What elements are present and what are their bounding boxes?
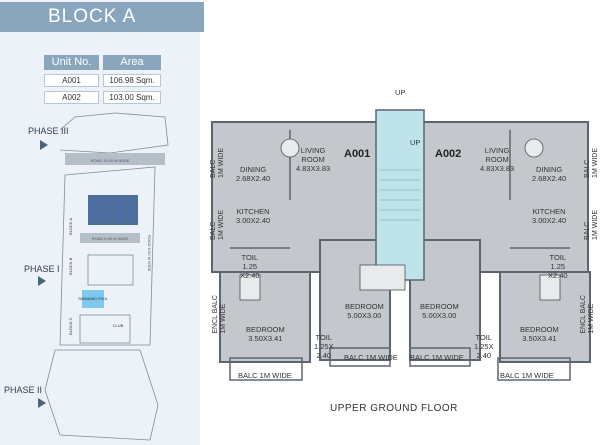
road-side-label: ROAD 6.00 M WIDE <box>147 235 152 272</box>
stair-core <box>375 109 425 281</box>
block-a-unit <box>125 196 137 224</box>
phase-i-arrow <box>38 276 46 286</box>
balc-left-bottom-2 <box>329 347 391 367</box>
bed-right <box>539 274 561 301</box>
dining-table-right <box>524 138 544 158</box>
bed-centre <box>359 264 406 291</box>
floor-title: UPPER GROUND FLOOR <box>330 403 458 414</box>
up-top-label: UP <box>395 88 406 97</box>
phase-ii-label: PHASE II <box>4 385 43 395</box>
area-cell: 106.98 Sqm. <box>103 74 161 87</box>
room-living-a002: LIVING ROOM 4.83X3.83 <box>480 146 515 173</box>
room-bed2-a001: BEDROOM 5.00X3.00 <box>345 302 384 320</box>
room-toil1-a001: TOIL 1.25 X2.40 <box>240 253 260 280</box>
block-a-label: BLOCK A <box>68 218 73 235</box>
dining-table-left <box>280 138 300 158</box>
block-a-unit <box>101 196 113 224</box>
block-title-bar: BLOCK A <box>0 2 204 32</box>
block-a-unit <box>89 196 101 224</box>
phase-iii-label: PHASE III <box>28 126 69 136</box>
room-toil2-a001: TOIL 1.25X 2.40 <box>314 333 334 360</box>
balc-a001-side-1: BALC 1M WIDE <box>210 148 225 178</box>
room-bed1-a002: BEDROOM 3.50X3.41 <box>520 325 559 343</box>
phase-iii-arrow <box>40 140 48 150</box>
balc-a001-bottom-1: BALC 1M WIDE <box>238 371 292 380</box>
table-row: A001 106.98 Sqm. <box>44 74 166 87</box>
balc-a002-bottom-1: BALC 1M WIDE <box>500 371 554 380</box>
road-top-label: ROAD 15.00 M WIDE <box>91 158 130 163</box>
bedroom-left-outer <box>219 271 311 363</box>
block-c-outline <box>79 314 131 344</box>
room-toil1-a002: TOIL 1.25 X2.40 <box>548 253 568 280</box>
balc-a002-bottom-2: BALC 1M WIDE <box>410 353 464 362</box>
unit-a001-label: A001 <box>344 148 371 160</box>
balc-a001-side-2: BALC 1M WIDE <box>210 210 225 240</box>
site-plan: ROAD 15.00 M WIDE ROAD 6.00 M WIDE SWIMM… <box>44 112 169 441</box>
unit-no-header: Unit No. <box>44 55 99 70</box>
unit-cell: A002 <box>44 91 99 104</box>
room-bed2-a002: BEDROOM 5.00X3.00 <box>420 302 459 320</box>
table-row: A002 103.00 Sqm. <box>44 91 166 104</box>
block-b-outline <box>87 254 134 286</box>
phase-ii-arrow <box>38 398 46 408</box>
room-kitchen-a001: KITCHEN 3.00X2.40 <box>236 207 271 225</box>
swimming-pool <box>82 290 104 308</box>
phase-i-label: PHASE I <box>24 264 60 274</box>
block-a-unit <box>113 196 125 224</box>
area-header: Area <box>103 55 161 70</box>
balc-left-bottom-1 <box>229 357 303 381</box>
club-label: CLUB <box>113 323 124 328</box>
phase-iii-outline <box>59 112 169 154</box>
room-kitchen-a002: KITCHEN 3.00X2.40 <box>532 207 567 225</box>
floor-plan <box>211 109 591 381</box>
balc-a002-side-2: BALC 1M WIDE <box>584 210 599 240</box>
units-table-header: Unit No. Area <box>44 55 166 70</box>
unit-a002-label: A002 <box>435 148 462 160</box>
room-dining-a001: DINING 2.68X2.40 <box>236 165 271 183</box>
block-a-highlight <box>88 195 138 225</box>
road-mid-label: ROAD 6.00 M WIDE <box>92 236 129 241</box>
up-stair-label: UP <box>410 138 421 147</box>
balc-a002-side-1: BALC 1M WIDE <box>584 148 599 178</box>
block-b-label: BLOCK B <box>68 257 73 275</box>
balc-right-bottom-1 <box>497 357 571 381</box>
units-table: Unit No. Area A001 106.98 Sqm. A002 103.… <box>44 55 166 104</box>
encl-balc-a001: ENCL BALC 1M WIDE <box>212 295 227 334</box>
room-toil2-a002: TOIL 1.25X 2.40 <box>474 333 494 360</box>
phase-ii-outline <box>44 349 159 441</box>
road-mid <box>80 233 140 243</box>
block-c-label: BLOCK C <box>68 317 73 335</box>
block-title: BLOCK A <box>48 6 137 27</box>
road-top <box>65 153 165 165</box>
balc-a001-bottom-2: BALC 1M WIDE <box>344 353 398 362</box>
unit-cell: A001 <box>44 74 99 87</box>
bed-left <box>239 274 261 301</box>
pool-label: SWIMMING POOL <box>78 297 107 301</box>
balc-right-bottom-2 <box>409 347 471 367</box>
phase-i-outline <box>59 166 156 346</box>
room-living-a001: LIVING ROOM 4.83X3.83 <box>296 146 331 173</box>
encl-balc-a002: ENCL BALC 1M WIDE <box>580 295 595 334</box>
room-dining-a002: DINING 2.68X2.40 <box>532 165 567 183</box>
room-bed1-a001: BEDROOM 3.50X3.41 <box>246 325 285 343</box>
area-cell: 103.00 Sqm. <box>103 91 161 104</box>
